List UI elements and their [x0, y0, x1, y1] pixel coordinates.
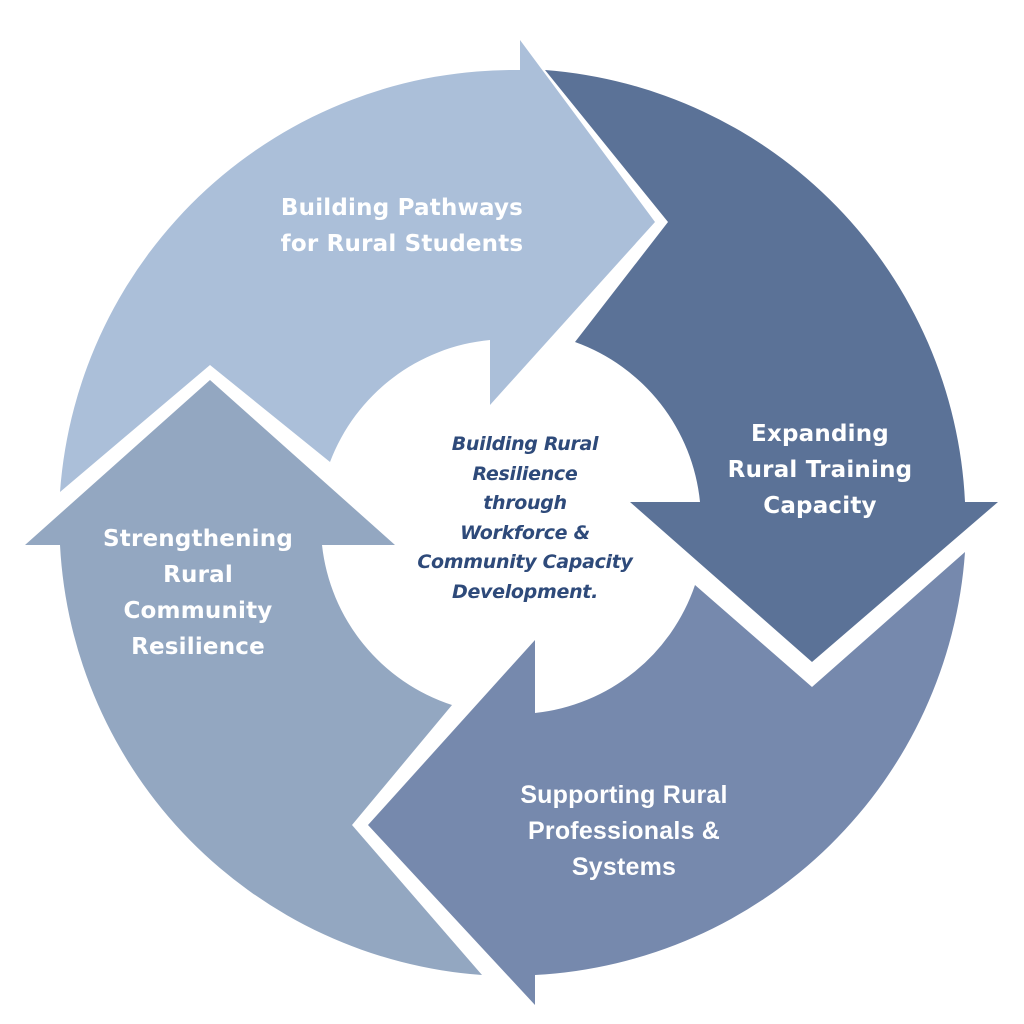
segment-label-expanding-training: Expanding Rural Training Capacity: [727, 421, 913, 519]
segment-label-strengthening-resilience: Strengthening Rural Community Resilience: [102, 526, 293, 660]
arrow-expanding-training: [545, 70, 998, 662]
arrow-building-pathways: [60, 40, 655, 492]
segment-label-supporting-professionals: Supporting Rural Professionals & Systems: [520, 781, 728, 881]
arrow-supporting-professionals: [368, 552, 965, 1005]
center-statement: Building Rural Resilience through Workfo…: [417, 433, 633, 603]
arrow-strengthening-resilience: [25, 380, 482, 975]
segment-label-building-pathways: Building Pathways for Rural Students: [280, 195, 524, 257]
